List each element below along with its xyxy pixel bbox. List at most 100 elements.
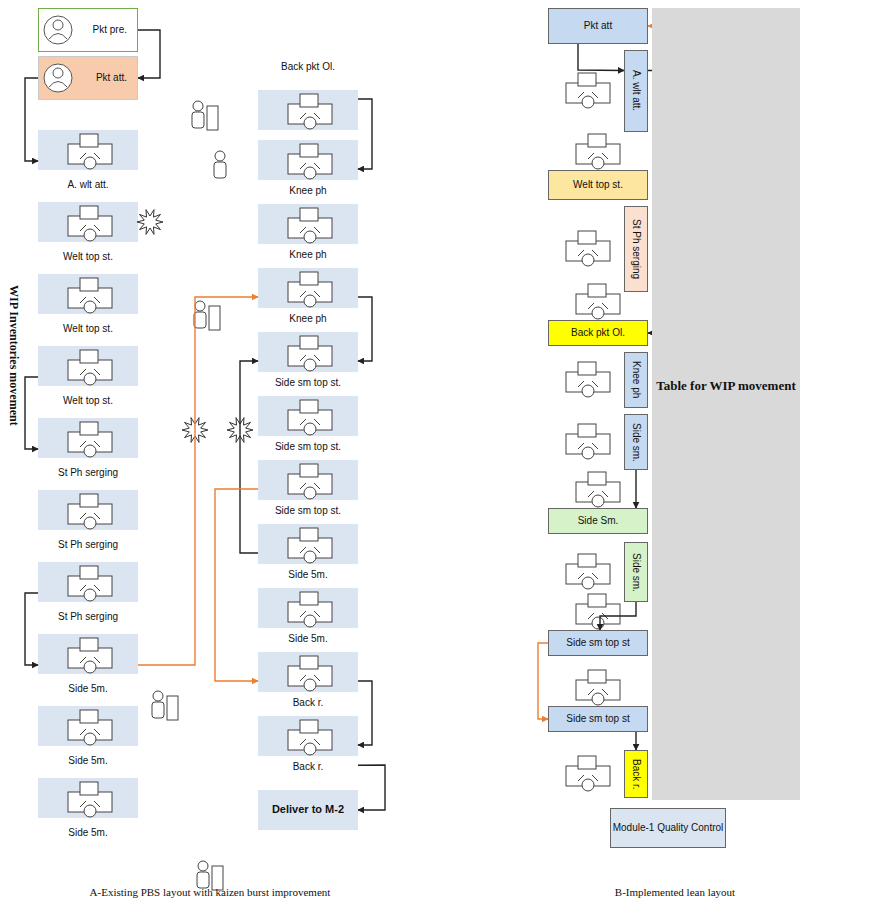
figure-caption: A-Existing PBS layout with kaizen burst … (20, 886, 400, 898)
station-tag: Side sm top st (548, 706, 648, 732)
operator-head (592, 157, 604, 169)
sewing-machine (80, 278, 98, 291)
station-area (38, 562, 138, 602)
workstation: Knee ph (258, 204, 358, 262)
station-area (38, 418, 138, 458)
operator-head (84, 157, 96, 169)
operator-arms (80, 585, 100, 591)
node-label: Deliver to M-2 (272, 803, 344, 816)
station-tag: Welt top st. (548, 170, 648, 200)
sewing-machine (578, 362, 596, 375)
flow-arrow (635, 732, 636, 750)
operator-arms (300, 739, 320, 745)
wip-trolley (209, 306, 220, 330)
node-label: Welt top st. (573, 179, 623, 191)
station-tag: Back pkt Ol. (548, 320, 648, 346)
node-label: Side 5m. (68, 755, 107, 767)
node-label: Back pkt Ol. (571, 327, 625, 339)
operator-arms (578, 92, 598, 98)
workstation: St Ph serging (38, 562, 138, 624)
operator-head (582, 779, 594, 791)
operator-arms (588, 689, 608, 695)
operator-icon (44, 64, 72, 92)
walking-operator (152, 702, 164, 718)
sewing-machine (588, 670, 606, 683)
sewing-machine (300, 208, 318, 221)
workstation: Back r. (258, 716, 358, 774)
node-label: Side sm top st. (275, 441, 341, 453)
sewing-machine (80, 350, 98, 363)
sewing-machine (578, 424, 596, 437)
workstation: Side sm top st. (258, 396, 358, 454)
operator-arms (588, 491, 608, 497)
node-label: Knee ph (630, 361, 642, 398)
operator-arms (80, 729, 100, 735)
flow-arrow (25, 593, 38, 665)
node-label: Back r. (293, 761, 324, 773)
station-area (38, 202, 138, 242)
sewing-machine (300, 94, 318, 107)
operator-arms (80, 441, 100, 447)
node-label: Module-1 Quality Control (613, 822, 724, 834)
operator-arms (300, 419, 320, 425)
workstation: Welt top st. (38, 274, 138, 336)
operator-head (304, 679, 316, 691)
operator-head (582, 577, 594, 589)
node-label: Knee ph (289, 185, 326, 197)
flow-arrow (578, 44, 624, 71)
operator-arms (578, 775, 598, 781)
flow-arrow (538, 643, 548, 719)
sewing-machine (300, 720, 318, 733)
sewing-machine (300, 464, 318, 477)
station-area (38, 706, 138, 746)
operator-arms (300, 113, 320, 119)
operator-arms (578, 381, 598, 387)
operator-arms (578, 573, 598, 579)
node-label: Knee ph (289, 249, 326, 261)
station-tag: St Ph serging (624, 206, 648, 292)
operator-head (592, 693, 604, 705)
operator-icon (43, 61, 73, 95)
operator-head (304, 295, 316, 307)
node-label: Welt top st. (63, 251, 113, 263)
flow-arrow (240, 361, 258, 553)
flow-arrow (138, 30, 160, 78)
workstation: Side 5m. (258, 588, 358, 646)
operator-head (304, 359, 316, 371)
station-tag: Side Sm. (548, 508, 648, 534)
wip-trolley (207, 106, 218, 130)
operator-head (582, 385, 594, 397)
node-label: Side sm. (630, 553, 642, 592)
operator-head (592, 617, 604, 629)
flow-arrow (358, 99, 372, 169)
operator-icon (53, 20, 63, 30)
operator-arms (80, 153, 100, 159)
operator-head (582, 447, 594, 459)
operator-arms (588, 303, 608, 309)
workstation: Side 5m. (38, 634, 138, 696)
workstation: Welt top st. (38, 202, 138, 264)
node-label: Pkt att. (96, 72, 127, 84)
flow-arrow (138, 297, 258, 665)
sewing-machine (588, 134, 606, 147)
operator-head (592, 307, 604, 319)
workstation: St Ph serging (38, 490, 138, 552)
node-label: Side 5m. (68, 827, 107, 839)
operator-arms (300, 611, 320, 617)
operator-icon (49, 82, 67, 88)
node-label: Side 5m. (288, 569, 327, 581)
figure-caption: B-Implemented lean layout (545, 886, 805, 898)
wip-trolley (167, 696, 178, 720)
node-label: Knee ph (289, 313, 326, 325)
operator-head (84, 517, 96, 529)
node-label: St Ph serging (630, 219, 642, 279)
kaizen-burst (137, 210, 163, 235)
operator-arms (80, 225, 100, 231)
operator-arms (300, 355, 320, 361)
station-area (258, 524, 358, 564)
node-label: St Ph serging (58, 467, 118, 479)
operator-arms (80, 297, 100, 303)
operator-head (592, 495, 604, 507)
node-label: Side sm. (630, 423, 642, 462)
workstation: Welt top st. (38, 346, 138, 408)
